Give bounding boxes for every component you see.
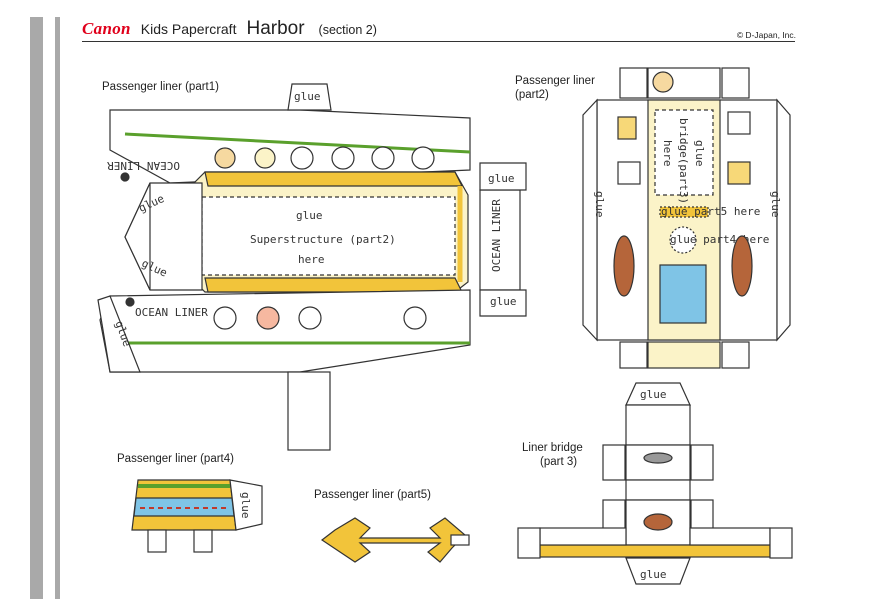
section-label: (section 2): [318, 23, 377, 37]
label-part4: Passenger liner (part4): [117, 453, 234, 465]
ocean-liner-stern: OCEAN LINER: [490, 199, 503, 272]
glue-superstructure-line3: here: [298, 253, 325, 266]
glue-part4: glue: [239, 492, 252, 519]
label-part3-line2: (part 3): [540, 456, 578, 468]
left-margin-bar-thin: [55, 17, 60, 599]
part1-hull: glue OCEAN LINER glue Superstructure (pa…: [97, 83, 527, 451]
left-margin-bar-wide: [30, 17, 43, 599]
part4-funnel: glue: [131, 479, 263, 553]
label-part2: Passenger liner (part2): [515, 74, 595, 102]
glue-part2-left: glue: [593, 191, 606, 218]
glue-part5-note: glue part5 here: [661, 205, 760, 218]
glue-stern-top: glue: [488, 172, 515, 185]
label-part2-line2: (part2): [515, 89, 549, 101]
glue-stern-bottom: glue: [490, 295, 517, 308]
label-part5: Passenger liner (part5): [314, 489, 431, 501]
page-title: Harbor: [246, 18, 305, 39]
glue-bridge-top: glue: [640, 388, 667, 401]
label-part3: Liner bridge (part 3): [522, 441, 583, 469]
label-part2-line1: Passenger liner: [515, 75, 595, 87]
part5-mast: [320, 517, 470, 563]
page-header: Canon Kids Papercraft Harbor (section 2): [82, 18, 377, 42]
glue-part4-note: glue part4 here: [670, 233, 769, 246]
glue-bridge-line3: here: [661, 140, 674, 167]
ocean-liner-text-mirrored: OCEAN LINER: [107, 159, 180, 172]
ocean-liner-text: OCEAN LINER: [135, 306, 208, 319]
glue-bridge-bottom: glue: [640, 568, 667, 581]
series-name: Kids Papercraft: [140, 21, 237, 37]
glue-tab-text: glue: [294, 90, 321, 103]
brand-logo: Canon: [82, 19, 131, 38]
glue-superstructure-line1: glue: [296, 209, 323, 222]
header-rule: [82, 41, 795, 42]
part3-bridge: glue glue: [517, 382, 793, 585]
label-part3-line1: Liner bridge: [522, 442, 583, 454]
label-part1: Passenger liner (part1): [102, 81, 219, 93]
glue-bridge-line2: bridge(part3): [677, 118, 690, 204]
glue-superstructure-line2: Superstructure (part2): [250, 233, 396, 246]
glue-part2-right: glue: [769, 191, 782, 218]
glue-bridge-line1: glue: [693, 140, 706, 167]
copyright-notice: © D-Japan, Inc.: [736, 30, 796, 40]
part2-superstructure: glue bridge(part3) here glue part5 here …: [582, 67, 791, 369]
